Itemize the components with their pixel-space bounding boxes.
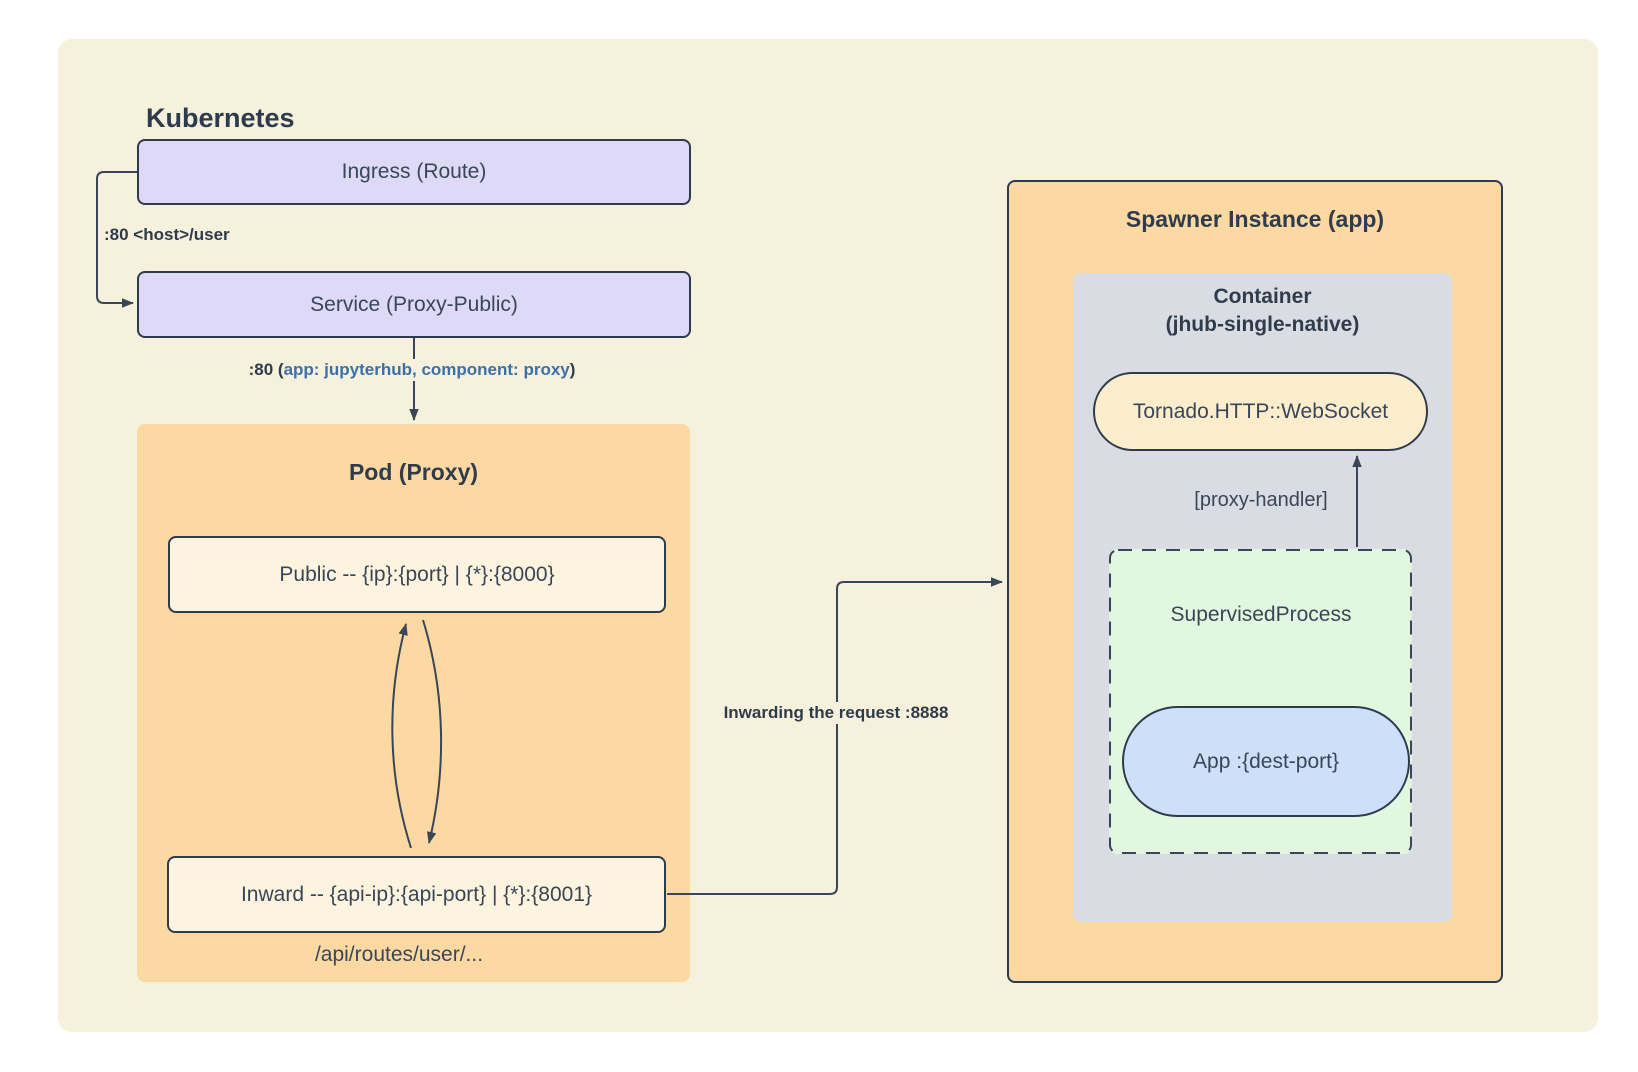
kubernetes-title: Kubernetes (146, 103, 295, 133)
container-title: Container (jhub-single-native) (1073, 283, 1452, 339)
service-label: Service (Proxy-Public) (310, 292, 518, 316)
ingress-label: Ingress (Route) (341, 160, 487, 183)
container-title-line1: Container (1213, 285, 1312, 308)
public-endpoint-node: Public -- {ip}:{port} | {*}:{8000} (168, 536, 666, 613)
app-dest-port-node: App :{dest-port} (1122, 706, 1410, 817)
edge-label-service-selector: :80 (app: jupyterhub, component: proxy) (244, 359, 580, 381)
kubernetes-boundary: Kubernetes Ingress (Route) Service (Prox… (58, 39, 1598, 1032)
api-routes-note: /api/routes/user/... (314, 943, 484, 966)
edge-label-inwarding-request: Inwarding the request :8888 (719, 702, 953, 724)
proxy-handler-label: [proxy-handler] (1194, 489, 1328, 511)
inward-endpoint-label: Inward -- {api-ip}:{api-port} | {*}:{800… (240, 882, 593, 906)
app-dest-port-label: App :{dest-port} (1193, 749, 1339, 773)
tornado-websocket-node: Tornado.HTTP::WebSocket (1093, 372, 1428, 451)
ingress-node: Ingress (Route) (137, 139, 691, 205)
edge-label-selector-suffix: ) (569, 360, 576, 379)
tornado-websocket-label: Tornado.HTTP::WebSocket (1132, 399, 1389, 423)
service-node: Service (Proxy-Public) (137, 271, 691, 338)
edge-label-selector-value: app: jupyterhub, component: proxy (283, 360, 570, 379)
pod-proxy-title: Pod (Proxy) (348, 459, 479, 485)
inward-endpoint-node: Inward -- {api-ip}:{api-port} | {*}:{800… (167, 856, 666, 933)
container-title-line2: (jhub-single-native) (1165, 313, 1360, 336)
spawner-instance-title: Spawner Instance (app) (1125, 206, 1385, 232)
supervised-process-label: SupervisedProcess (1170, 603, 1352, 626)
edge-label-host-user: :80 <host>/user (100, 224, 234, 246)
edge-label-selector-prefix: :80 ( (248, 360, 284, 379)
public-endpoint-label: Public -- {ip}:{port} | {*}:{8000} (279, 562, 555, 586)
